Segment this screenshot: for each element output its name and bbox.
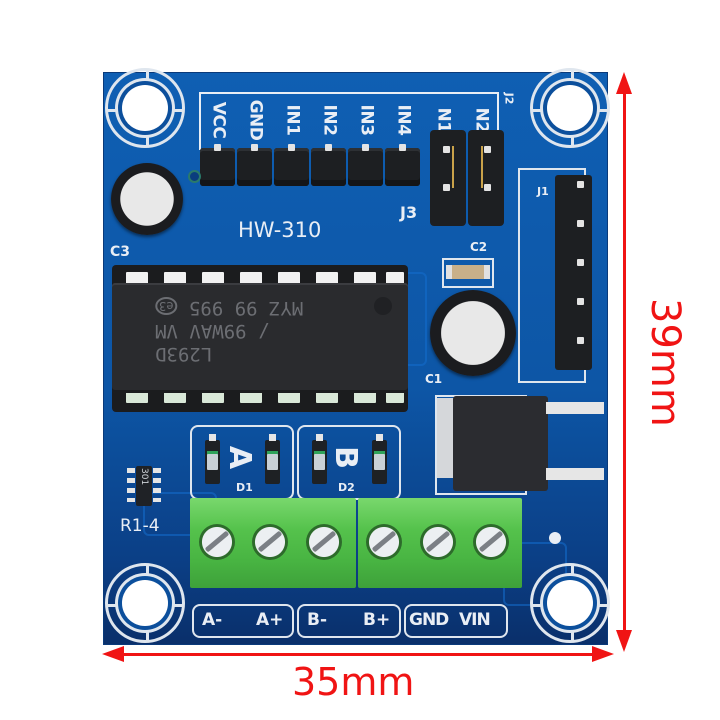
terminal-power-label-frame — [404, 604, 508, 638]
c2-silk-frame — [442, 258, 494, 288]
capacitor-c2 — [452, 265, 484, 279]
d1-label: D1 — [236, 481, 253, 494]
j1-connector[interactable] — [555, 175, 592, 370]
mounting-hole-top-right — [530, 68, 610, 148]
via-hole — [549, 532, 561, 544]
r1-4-label: R1-4 — [120, 516, 160, 536]
header-pin-in1[interactable] — [274, 144, 309, 186]
jumper-n1[interactable] — [430, 130, 466, 226]
channel-b-label: B — [327, 446, 363, 469]
header-pin-gnd[interactable] — [237, 144, 272, 186]
c1-label: C1 — [425, 372, 443, 386]
header-pin-in4[interactable] — [385, 144, 420, 186]
arrow-up-icon — [616, 72, 632, 94]
regulator-lead — [546, 402, 604, 414]
height-dimension-line — [623, 80, 626, 644]
terminal-b-label-frame — [297, 604, 401, 638]
led-b1 — [312, 434, 327, 484]
header-label-in4: IN4 — [393, 104, 414, 136]
header-label-in1: IN1 — [282, 104, 303, 136]
channel-a-label: A — [222, 445, 258, 470]
arrow-right-icon — [592, 646, 614, 662]
j2-label: J2 — [502, 92, 516, 105]
capacitor-c1 — [430, 290, 516, 376]
screw-b-minus[interactable] — [306, 524, 342, 560]
label-a-minus: A- — [202, 610, 223, 630]
voltage-regulator — [453, 396, 548, 491]
led-a1 — [205, 434, 220, 484]
header-label-gnd: GND — [245, 99, 266, 141]
screw-a-minus[interactable] — [199, 524, 235, 560]
capacitor-c3 — [111, 163, 183, 235]
d2-label: D2 — [338, 481, 355, 494]
terminal-a-label-frame — [192, 604, 294, 638]
j3-label: J3 — [400, 203, 418, 222]
header-pin-in3[interactable] — [348, 144, 383, 186]
ic-marking-line2: / 99WAV VM — [155, 320, 270, 342]
screw-a-plus[interactable] — [252, 524, 288, 560]
header-label-in3: IN3 — [356, 104, 377, 136]
screw-vin[interactable] — [473, 524, 509, 560]
label-gnd: GND — [409, 610, 449, 630]
mounting-hole-top-left — [105, 68, 185, 148]
pin1-dot — [374, 297, 392, 315]
l293d-chip — [112, 283, 408, 393]
jumper-n2[interactable] — [468, 130, 504, 226]
header-pin-in2[interactable] — [311, 144, 346, 186]
header-label-vcc: VCC — [208, 101, 229, 139]
mounting-hole-bottom-right — [530, 563, 610, 643]
led-a2 — [265, 434, 280, 484]
c3-label: C3 — [110, 244, 131, 260]
label-vin: VIN — [459, 610, 491, 630]
j1-label: J1 — [537, 185, 549, 198]
via-hole — [188, 170, 201, 183]
width-dimension-label: 35mm — [292, 660, 415, 704]
screw-b-plus[interactable] — [366, 524, 402, 560]
screw-gnd[interactable] — [420, 524, 456, 560]
regulator-lead — [546, 468, 604, 480]
arrow-down-icon — [616, 630, 632, 652]
resistor-array: 301 — [136, 466, 152, 506]
arrow-left-icon — [102, 646, 124, 662]
ic-marking-line3: L293D — [155, 343, 213, 365]
c2-label: C2 — [470, 240, 488, 254]
header-pin-vcc[interactable] — [200, 144, 235, 186]
header-silkscreen-frame — [199, 92, 499, 150]
width-dimension-line — [110, 653, 604, 656]
regulator-tab — [437, 398, 455, 478]
mounting-hole-bottom-left — [105, 563, 185, 643]
label-b-minus: B- — [307, 610, 328, 630]
label-a-plus: A+ — [256, 610, 284, 630]
height-dimension-label: 39mm — [642, 298, 688, 427]
ic-marking-line1: MYZ 99 995 e3 — [155, 297, 303, 319]
model-label: HW-310 — [238, 218, 322, 242]
header-label-in2: IN2 — [319, 104, 340, 136]
led-b2 — [372, 434, 387, 484]
label-b-plus: B+ — [363, 610, 391, 630]
